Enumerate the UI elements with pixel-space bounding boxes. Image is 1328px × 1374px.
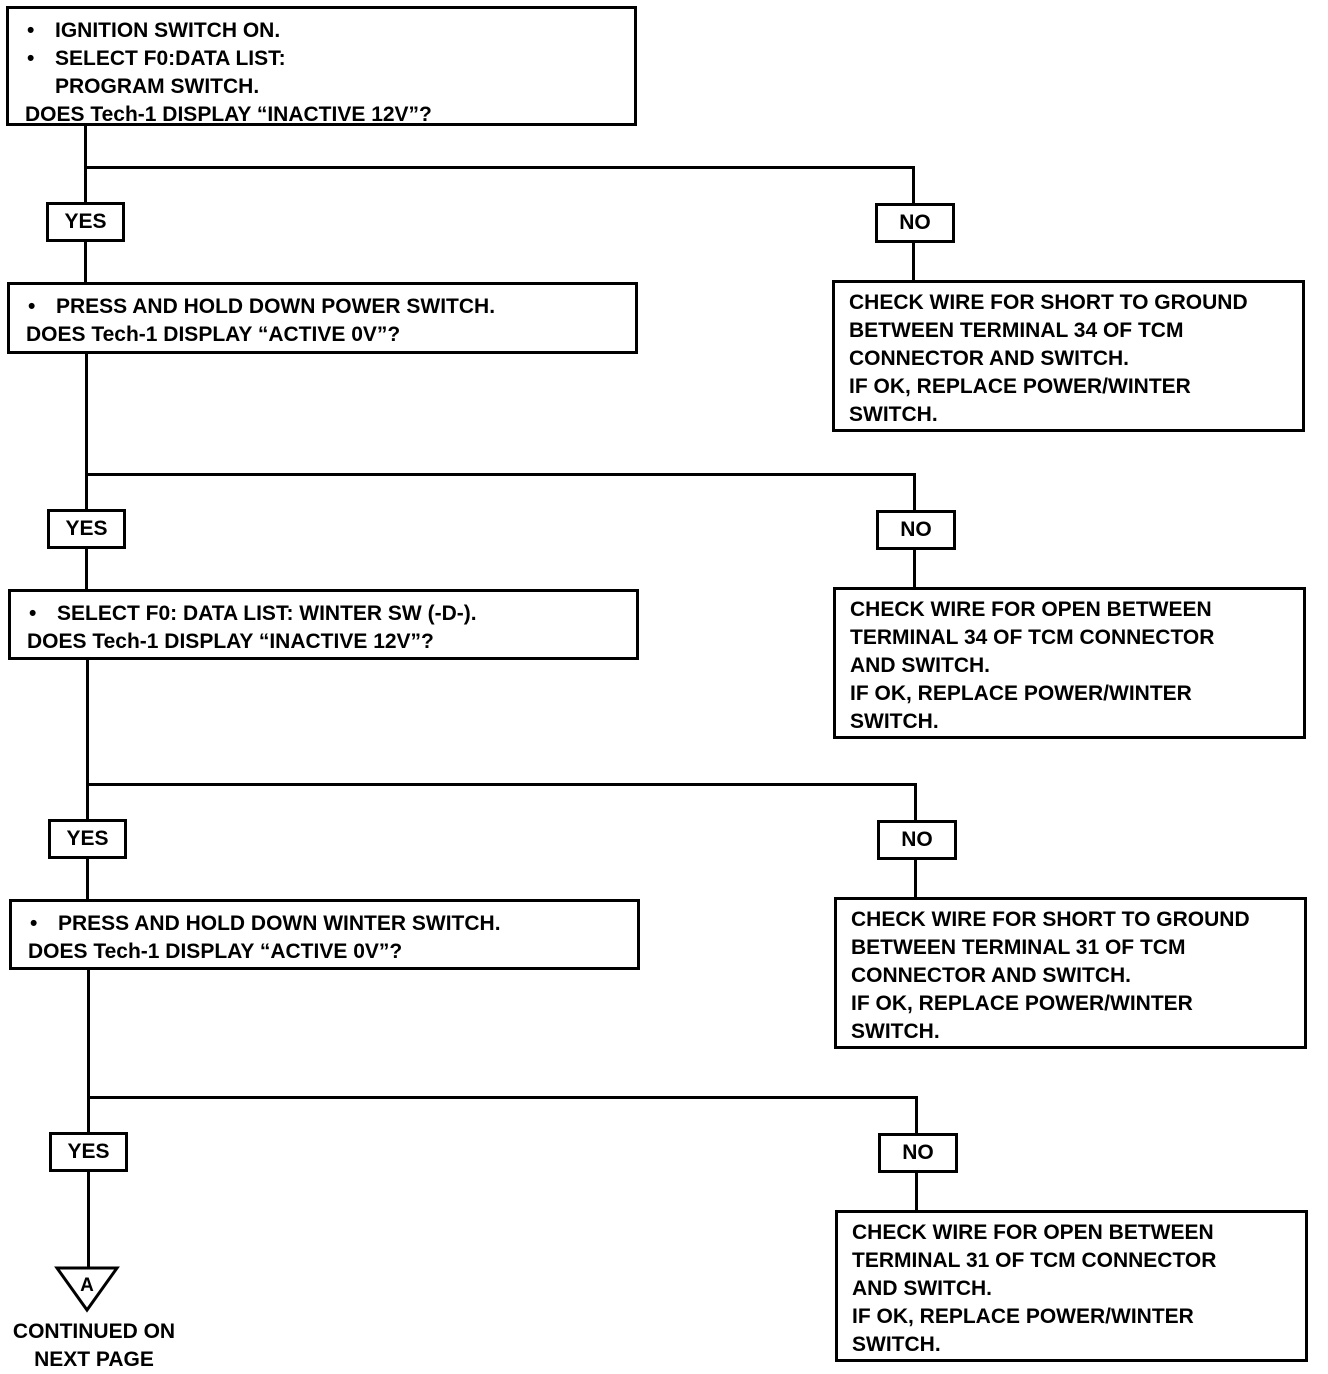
result-line: CONNECTOR AND SWITCH. [849, 347, 1129, 370]
yes-label: YES [49, 1132, 128, 1172]
step-bullet: SELECT F0: DATA LIST: WINTER SW (-D-). [27, 600, 622, 628]
connector-line [915, 1171, 918, 1212]
step-bullet: SELECT F0:DATA LIST: [25, 45, 620, 73]
connector-letter: A [80, 1275, 94, 1296]
question-box-1: IGNITION SWITCH ON. SELECT F0:DATA LIST:… [6, 6, 637, 126]
connector-line [914, 783, 917, 821]
no-label: NO [878, 1133, 958, 1173]
connector-line [87, 968, 90, 1134]
connector-line [84, 240, 87, 284]
connector-line [85, 473, 916, 476]
question-box-2: PRESS AND HOLD DOWN POWER SWITCH. DOES T… [7, 282, 638, 354]
connector-line [87, 1096, 918, 1099]
step-bullet: PRESS AND HOLD DOWN POWER SWITCH. [26, 293, 621, 321]
no-label: NO [875, 203, 955, 243]
step-bullet: IGNITION SWITCH ON. [25, 17, 620, 45]
offpage-connector-icon: A [54, 1266, 120, 1313]
result-line: SWITCH. [849, 403, 938, 426]
continued-note: CONTINUED ON NEXT PAGE [0, 1318, 194, 1374]
result-line: CHECK WIRE FOR SHORT TO GROUND [851, 908, 1250, 931]
connector-line [86, 857, 89, 901]
connector-line [85, 547, 88, 591]
result-line: BETWEEN TERMINAL 34 OF TCM [849, 319, 1184, 342]
result-box-2: CHECK WIRE FOR OPEN BETWEEN TERMINAL 34 … [833, 587, 1306, 739]
result-line: AND SWITCH. [852, 1277, 992, 1300]
connector-line [87, 1170, 90, 1270]
connector-line [86, 783, 917, 786]
question-box-4: PRESS AND HOLD DOWN WINTER SWITCH. DOES … [9, 899, 640, 970]
no-label: NO [876, 510, 956, 550]
connector-line [915, 1096, 918, 1134]
connector-line [86, 658, 89, 820]
result-line: TERMINAL 31 OF TCM CONNECTOR [852, 1249, 1217, 1272]
result-box-3: CHECK WIRE FOR SHORT TO GROUND BETWEEN T… [834, 897, 1307, 1049]
result-line: IF OK, REPLACE POWER/WINTER [849, 375, 1191, 398]
step-bullet: PRESS AND HOLD DOWN WINTER SWITCH. [28, 910, 623, 938]
continued-line: CONTINUED ON [12, 1320, 176, 1343]
continued-line: NEXT PAGE [34, 1348, 154, 1371]
yes-label: YES [46, 202, 125, 242]
step-question: DOES Tech-1 DISPLAY “ACTIVE 0V”? [28, 940, 403, 963]
connector-line [85, 352, 88, 510]
connector-line [912, 166, 915, 204]
result-box-4: CHECK WIRE FOR OPEN BETWEEN TERMINAL 31 … [835, 1210, 1308, 1362]
connector-line [84, 166, 915, 169]
connector-line [913, 548, 916, 589]
result-line: TERMINAL 34 OF TCM CONNECTOR [850, 626, 1215, 649]
result-line: IF OK, REPLACE POWER/WINTER [851, 992, 1193, 1015]
step-continuation: PROGRAM SWITCH. [55, 75, 260, 98]
result-line: AND SWITCH. [850, 654, 990, 677]
result-box-1: CHECK WIRE FOR SHORT TO GROUND BETWEEN T… [832, 280, 1305, 432]
result-line: CHECK WIRE FOR OPEN BETWEEN [850, 598, 1212, 621]
connector-line [912, 241, 915, 282]
result-line: IF OK, REPLACE POWER/WINTER [850, 682, 1192, 705]
question-box-3: SELECT F0: DATA LIST: WINTER SW (-D-). D… [8, 589, 639, 660]
step-question: DOES Tech-1 DISPLAY “ACTIVE 0V”? [26, 323, 401, 346]
no-label: NO [877, 820, 957, 860]
result-line: SWITCH. [852, 1333, 941, 1356]
result-line: CONNECTOR AND SWITCH. [851, 964, 1131, 987]
result-line: IF OK, REPLACE POWER/WINTER [852, 1305, 1194, 1328]
result-line: CHECK WIRE FOR SHORT TO GROUND [849, 291, 1248, 314]
result-line: CHECK WIRE FOR OPEN BETWEEN [852, 1221, 1214, 1244]
step-question: DOES Tech-1 DISPLAY “INACTIVE 12V”? [25, 103, 432, 126]
connector-line [913, 473, 916, 511]
result-line: BETWEEN TERMINAL 31 OF TCM [851, 936, 1186, 959]
yes-label: YES [48, 819, 127, 859]
yes-label: YES [47, 509, 126, 549]
step-question: DOES Tech-1 DISPLAY “INACTIVE 12V”? [27, 630, 434, 653]
connector-line [914, 858, 917, 899]
result-line: SWITCH. [851, 1020, 940, 1043]
connector-line [84, 124, 87, 204]
result-line: SWITCH. [850, 710, 939, 733]
